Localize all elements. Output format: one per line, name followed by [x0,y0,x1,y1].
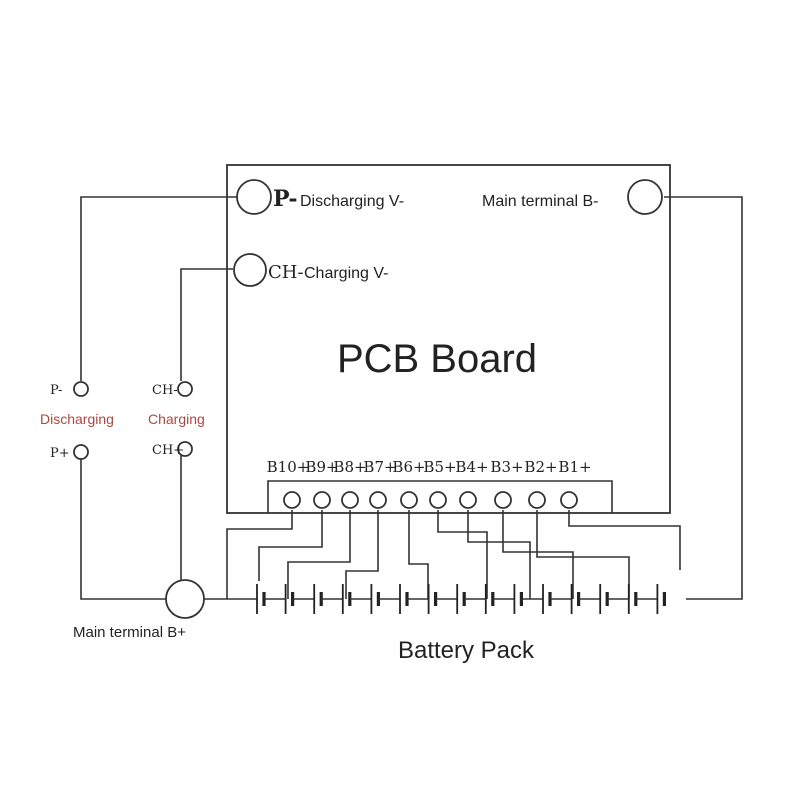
external-ch-plus-terminal [177,441,193,457]
balance-label-b5: B5+ [423,458,456,476]
wire-p-minus [80,196,237,381]
wire-b8 [287,510,351,599]
balance-pin-b3 [494,491,512,509]
balance-labels: B10+B9+B8+B7+B6+B5+B4+B3+B2+B1+ [267,458,592,476]
wire-ch-minus [180,268,233,381]
balance-label-b2: B2+ [524,458,557,476]
wire-b10 [226,510,293,599]
b-minus-terminal [627,179,663,215]
wire-b7 [345,510,379,599]
balance-pin-b8 [341,491,359,509]
board-title: PCB Board [337,337,537,381]
discharging-label: Discharging [40,411,114,427]
wire-b-minus [664,196,743,600]
charging-v-label: Charging V- [304,265,389,282]
ch-minus-terminal [233,253,267,287]
battery-pack-title: Battery Pack [398,637,535,664]
external-ch-minus-label: CH- [152,383,178,398]
p-minus-label: P- [273,186,297,212]
balance-label-b6: B6+ [392,458,425,476]
wire-b4 [467,510,531,599]
balance-pins [283,491,578,509]
balance-pin-b2 [528,491,546,509]
balance-pin-b1 [560,491,578,509]
wire-p-plus [80,453,166,600]
wires [80,196,743,600]
balance-label-b7: B7+ [363,458,396,476]
balance-pin-b6 [400,491,418,509]
external-ch-plus-label: CH+ [152,443,184,458]
ch-minus-label: CH- [268,262,304,283]
external-p-minus-terminal [73,381,89,397]
main-terminal-b-plus-label: Main terminal B+ [73,624,186,641]
main-terminal-b-plus [165,579,205,619]
balance-label-b10: B10+ [267,458,310,476]
wire-b2 [536,510,630,599]
wire-b3 [502,510,574,599]
balance-pin-b5 [429,491,447,509]
balance-connector-header [267,480,613,513]
charging-label: Charging [148,411,205,427]
external-p-plus-terminal [73,444,89,460]
pcb-board-outline [226,164,671,514]
external-ch-minus-terminal [177,381,193,397]
balance-pin-b9 [313,491,331,509]
balance-label-b8: B8+ [333,458,366,476]
p-minus-terminal [236,179,272,215]
external-p-plus-label: P+ [50,446,70,461]
discharging-v-label: Discharging V- [300,193,404,210]
main-terminal-b-minus-label: Main terminal B- [482,193,598,210]
balance-label-b4: B4+ [455,458,488,476]
battery-cells [256,584,667,614]
balance-pin-b7 [369,491,387,509]
balance-label-b9: B9+ [305,458,338,476]
wire-b6 [408,510,429,599]
balance-pin-b4 [459,491,477,509]
balance-label-b3: B3+ [490,458,523,476]
wire-b9 [258,510,323,581]
wire-b1 [568,510,681,570]
balance-pin-b10 [283,491,301,509]
wire-b5 [437,510,488,599]
external-p-minus-label: P- [50,383,62,398]
balance-label-b1: B1+ [558,458,591,476]
